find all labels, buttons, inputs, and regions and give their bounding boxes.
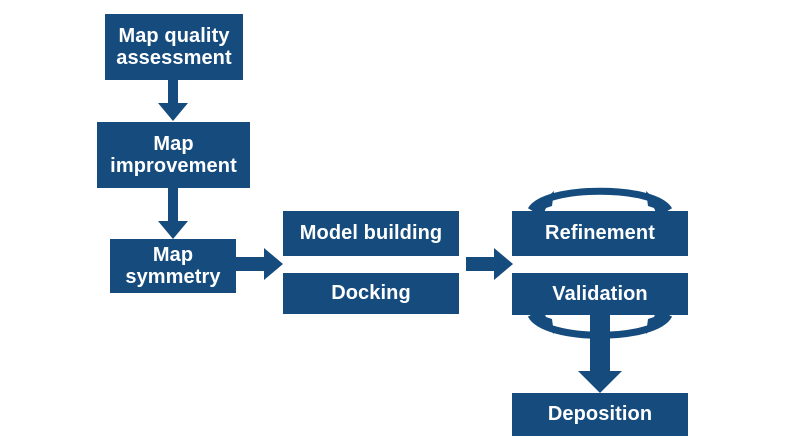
node-map-quality-assessment[interactable]: Map quality assessment: [105, 14, 243, 80]
node-refinement[interactable]: Refinement: [512, 211, 688, 256]
node-docking[interactable]: Docking: [283, 273, 459, 314]
node-label: Refinement: [545, 222, 655, 245]
connector-improvement-to-symmetry: [158, 188, 188, 239]
node-map-improvement[interactable]: Map improvement: [97, 122, 250, 188]
node-deposition[interactable]: Deposition: [512, 393, 688, 436]
connector-symmetry-to-building: [236, 248, 283, 280]
connector-quality-to-improvement: [158, 80, 188, 121]
node-label: Map improvement: [110, 132, 237, 177]
node-label: Docking: [331, 282, 411, 305]
node-label: Model building: [299, 222, 443, 245]
connector-validation-to-deposition: [578, 315, 622, 393]
node-label: Map quality assessment: [116, 24, 232, 69]
node-label: Deposition: [547, 403, 653, 426]
connector-building-to-refinement: [466, 248, 513, 280]
node-label: Map symmetry: [125, 243, 221, 288]
node-label: Validation: [552, 282, 648, 305]
node-model-building[interactable]: Model building: [283, 211, 459, 256]
node-validation[interactable]: Validation: [512, 273, 688, 315]
node-map-symmetry[interactable]: Map symmetry: [110, 239, 236, 293]
